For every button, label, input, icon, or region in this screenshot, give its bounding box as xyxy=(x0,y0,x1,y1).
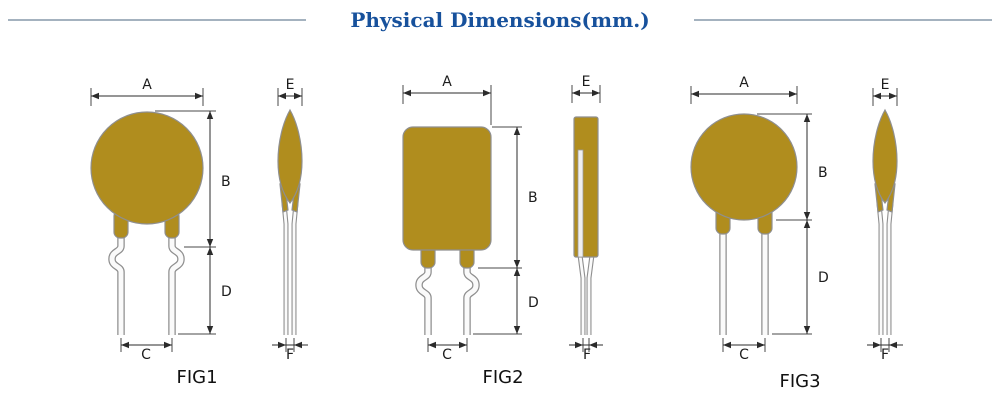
dim-label-C: C xyxy=(442,347,452,363)
fig2-dim-A: A xyxy=(402,74,492,125)
dim-label-D: D xyxy=(221,284,232,300)
lead-wire xyxy=(169,234,184,335)
fig1-label: FIG1 xyxy=(176,367,217,388)
dim-label-C: C xyxy=(141,347,151,363)
dim-label-E: E xyxy=(286,77,295,93)
rectangular-body xyxy=(402,126,492,251)
fig3-dim-C: C xyxy=(722,338,766,363)
body-edge xyxy=(573,116,599,258)
disc-edge-body xyxy=(277,108,303,204)
dim-label-F: F xyxy=(881,347,889,363)
dim-label-C: C xyxy=(739,347,749,363)
fig1-front-view xyxy=(90,111,204,335)
dim-label-A: A xyxy=(739,75,749,91)
fig1: A B D C xyxy=(90,77,308,388)
disc-edge-body xyxy=(872,108,898,204)
fig3: A B D C xyxy=(690,75,903,392)
lead-wire xyxy=(464,262,479,335)
page-title: Physical Dimensions(mm.) xyxy=(350,8,650,32)
dim-label-A: A xyxy=(442,74,452,90)
header: Physical Dimensions(mm.) xyxy=(0,8,1000,32)
dim-label-F: F xyxy=(583,347,591,363)
dim-label-F: F xyxy=(286,347,294,363)
fig3-label: FIG3 xyxy=(779,371,820,392)
fig2-front-view xyxy=(402,126,492,335)
header-rule-left xyxy=(8,19,307,21)
fig3-dim-A: A xyxy=(690,75,798,104)
lead-wire xyxy=(416,262,431,335)
fig3-dim-E: E xyxy=(872,77,898,106)
dim-label-E: E xyxy=(881,77,890,93)
dim-label-D: D xyxy=(818,270,829,286)
fig2-dim-F: F xyxy=(569,338,603,363)
dim-label-A: A xyxy=(142,77,152,93)
fig2-label: FIG2 xyxy=(482,367,523,388)
header-rule-right xyxy=(693,19,992,21)
fig1-dim-C: C xyxy=(120,338,173,363)
inner-lead-strip xyxy=(577,149,584,258)
fig1-dim-F: F xyxy=(272,338,308,363)
disc-body xyxy=(90,111,204,225)
fig2-dim-C: C xyxy=(427,338,468,363)
fig2: A B D C xyxy=(402,74,603,388)
lead-wire xyxy=(578,254,585,335)
fig3-side-view xyxy=(872,108,898,335)
fig1-dim-A: A xyxy=(90,77,204,106)
fig1-dim-D: D xyxy=(178,247,232,335)
dim-label-D: D xyxy=(528,295,539,311)
dim-label-B: B xyxy=(221,174,231,190)
fig3-front-view xyxy=(690,113,798,335)
dim-label-B: B xyxy=(818,165,828,181)
lead-wire xyxy=(587,254,594,335)
dim-label-E: E xyxy=(582,74,591,90)
fig1-side-view xyxy=(277,108,303,335)
fig1-dim-E: E xyxy=(277,77,303,106)
dim-label-B: B xyxy=(528,190,538,206)
lead-wire xyxy=(109,234,124,335)
fig2-dim-D: D xyxy=(473,268,539,335)
disc-body xyxy=(690,113,798,221)
fig2-side-view xyxy=(573,116,599,335)
fig3-dim-D: D xyxy=(772,220,829,335)
fig2-dim-E: E xyxy=(571,74,601,103)
fig3-dim-F: F xyxy=(867,338,903,363)
